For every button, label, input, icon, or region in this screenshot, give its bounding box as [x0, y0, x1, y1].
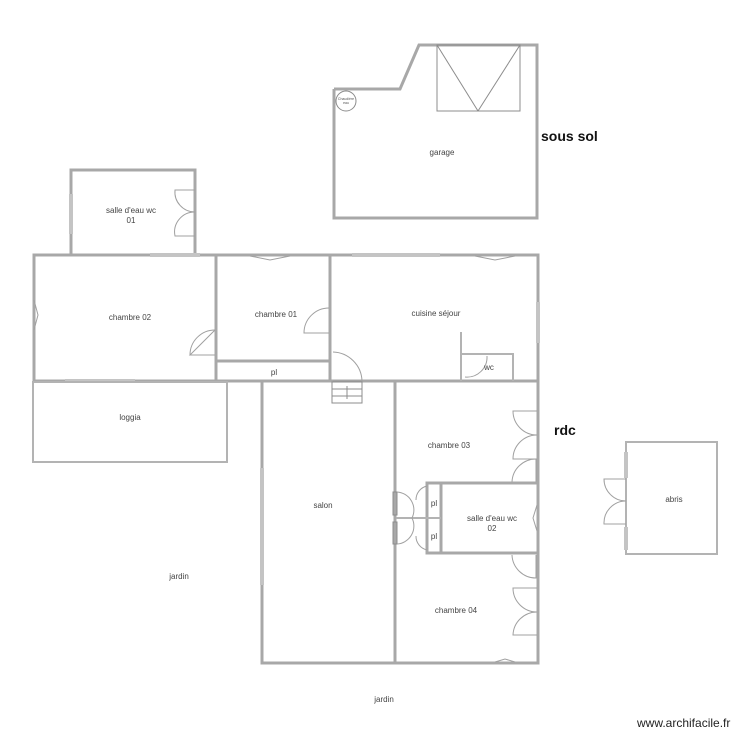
room-label-jardin-left: jardin [169, 572, 189, 581]
archifacile-credit: www.archifacile.fr [637, 716, 731, 730]
garage-walls [332, 43, 539, 220]
room-label-salle-eau-02: salle d'eau wc 02 [467, 514, 517, 534]
main-walls [32, 253, 540, 665]
boiler-icon [335, 90, 357, 112]
room-label-pl-1: pl [430, 499, 438, 508]
salle-eau-01-line1: salle d'eau wc [106, 206, 156, 215]
room-label-salle-eau-01: salle d'eau wc 01 [106, 206, 156, 226]
room-label-cuisine-sejour: cuisine séjour [411, 309, 461, 318]
level-label-sous-sol: sous sol [541, 128, 598, 144]
room-label-chambre-03: chambre 03 [427, 441, 471, 450]
boiler-label: Chaudière eau [337, 97, 355, 105]
room-label-salon: salon [313, 501, 333, 510]
salle-eau-01-walls [69, 168, 197, 254]
abris-walls [603, 441, 718, 555]
room-label-chambre-02: chambre 02 [108, 313, 152, 322]
room-label-wc: wc [484, 363, 494, 372]
level-label-rdc: rdc [554, 422, 576, 438]
salle-eau-02-line2: 02 [487, 524, 497, 533]
room-label-chambre-01: chambre 01 [254, 310, 298, 319]
room-label-garage: garage [429, 148, 455, 157]
room-label-pl-2: pl [430, 532, 438, 541]
room-label-loggia: loggia [119, 413, 141, 422]
room-label-jardin-bottom: jardin [374, 695, 394, 704]
room-label-chambre-04: chambre 04 [434, 606, 478, 615]
salle-eau-01-line2: 01 [126, 216, 136, 225]
salle-eau-02-line1: salle d'eau wc [467, 514, 517, 523]
room-label-pl-top: pl [270, 368, 278, 377]
room-label-abris: abris [665, 495, 683, 504]
